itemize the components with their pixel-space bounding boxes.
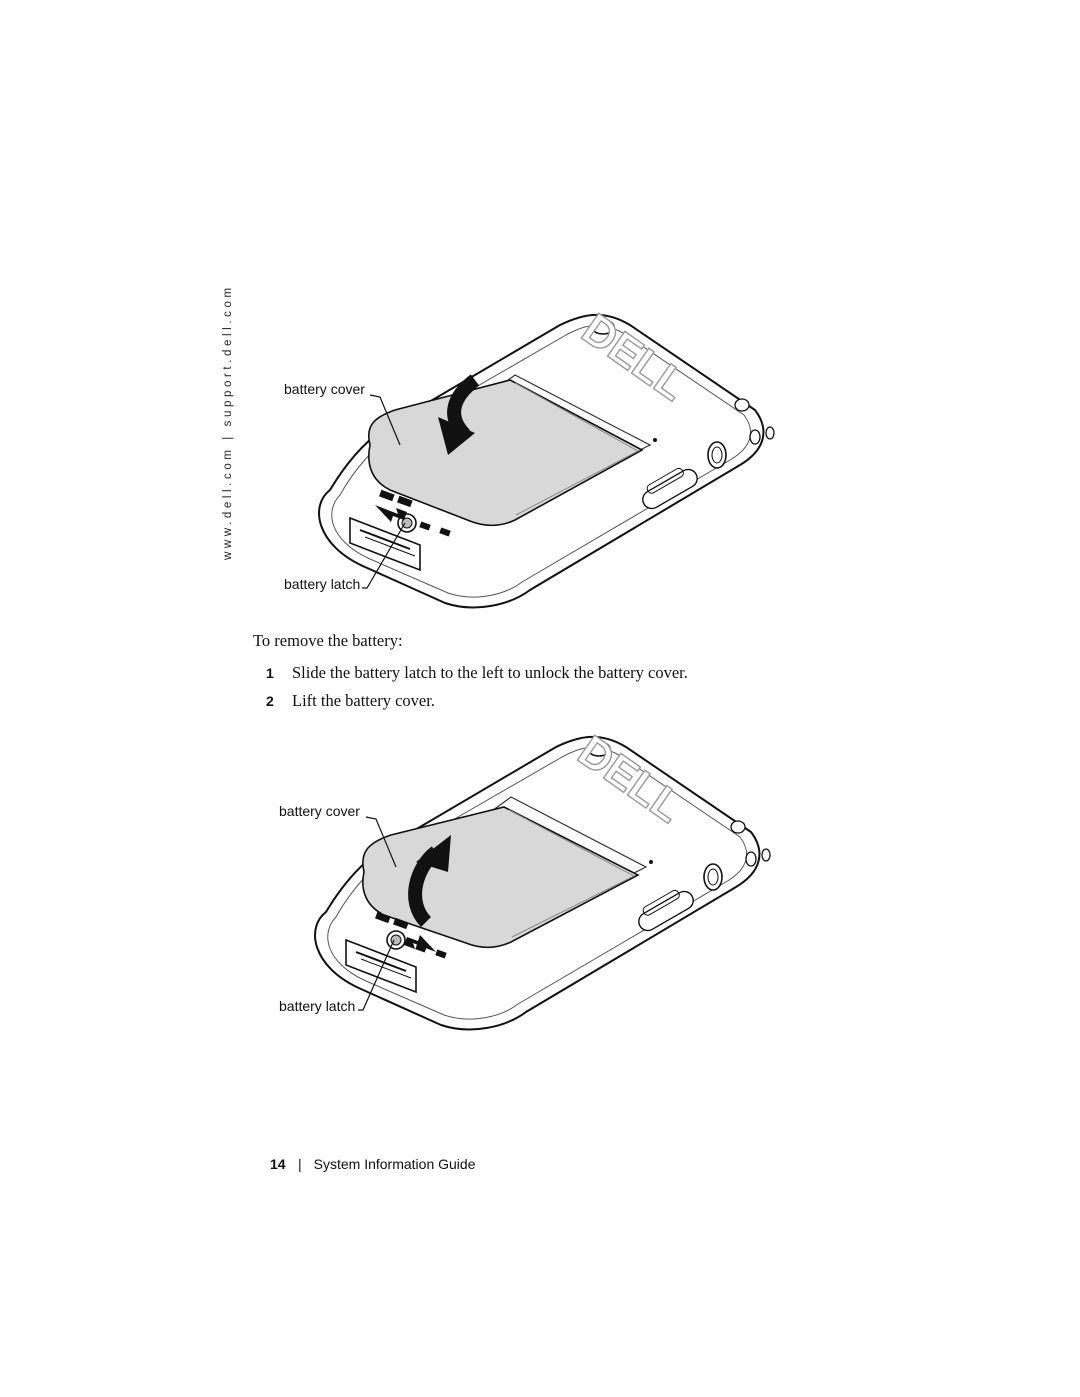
page-footer: 14 | System Information Guide [270,1156,476,1172]
callout-battery-cover: battery cover [284,381,365,397]
callout-battery-latch: battery latch [284,576,361,592]
page-number: 14 [270,1156,286,1172]
intro-text: To remove the battery: [253,631,403,650]
device-illustration-1: DELL [318,305,775,609]
side-url: www.dell.com | support.dell.com [222,284,234,560]
figure-lift-battery-cover: DELL battery cover battery latch [266,727,786,1037]
step-number: 1 [266,665,274,681]
step-1: 1 Slide the battery latch to the left to … [266,663,688,683]
step-number: 2 [266,693,274,709]
step-text: Slide the battery latch to the left to u… [292,663,688,682]
step-2: 2 Lift the battery cover. [266,691,435,711]
footer-title: System Information Guide [313,1156,476,1172]
device-illustration-2: DELL [314,727,771,1031]
figure-unlock-battery-latch: DELL battery cover battery latch [270,305,790,615]
callout-battery-latch: battery latch [279,998,356,1014]
step-text: Lift the battery cover. [292,691,435,710]
callout-battery-cover: battery cover [279,803,360,819]
footer-separator: | [298,1156,302,1172]
